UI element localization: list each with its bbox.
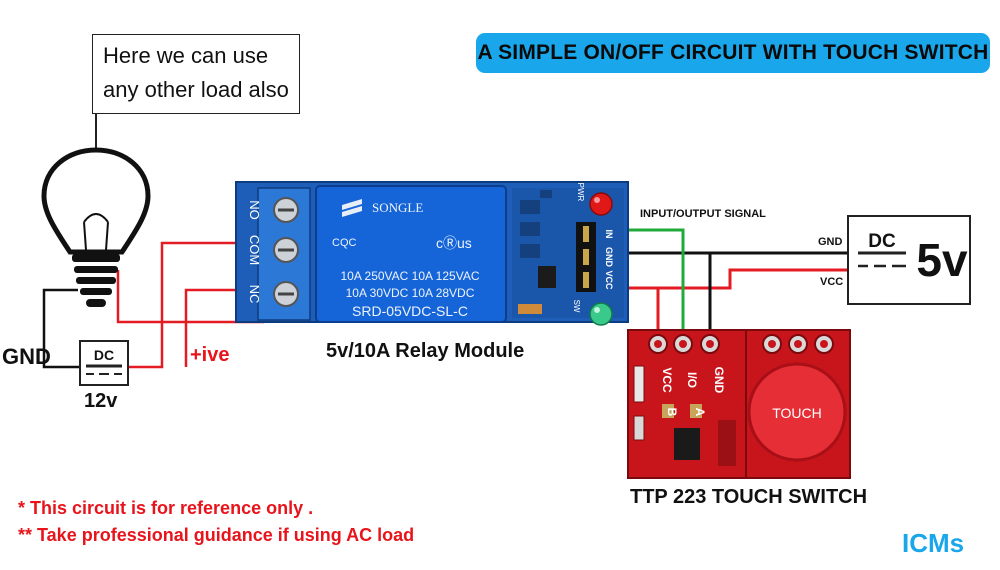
relay-pin-vcc: VCC bbox=[604, 270, 614, 290]
vcc-label-5v: VCC bbox=[820, 276, 844, 288]
callout-line-1: Here we can use bbox=[103, 43, 269, 68]
sw-led-icon bbox=[589, 302, 613, 326]
signal-label: INPUT/OUTPUT SIGNAL bbox=[640, 208, 766, 220]
relay-cert: CQC bbox=[332, 237, 357, 249]
supply-5v-voltage: 5v bbox=[916, 234, 968, 286]
relay-rating-1: 10A 250VAC 10A 125VAC bbox=[341, 269, 480, 283]
page-title: A SIMPLE ON/OFF CIRCUIT WITH TOUCH SWITC… bbox=[476, 33, 990, 73]
note-2: ** Take professional guidance if using A… bbox=[18, 525, 415, 545]
relay-terminal-com: COM bbox=[247, 235, 262, 265]
relay-led-pwr: PWR bbox=[576, 183, 585, 202]
supply-5v-dc: DC bbox=[868, 231, 896, 252]
supply-12v-dc: DC bbox=[94, 347, 114, 363]
relay-model: SRD-05VDC-SL-C bbox=[352, 303, 468, 319]
relay-brand: SONGLE bbox=[372, 200, 423, 215]
vcc-wire-5v bbox=[591, 268, 848, 290]
relay-caption: 5v/10A Relay Module bbox=[326, 340, 525, 362]
touch-button-label: TOUCH bbox=[772, 405, 822, 421]
supply-12v-voltage: 12v bbox=[84, 390, 118, 412]
relay-module bbox=[235, 181, 629, 326]
callout-line-2: any other load also bbox=[103, 77, 289, 102]
touch-pad-icon bbox=[747, 362, 847, 462]
touch-pad-b: B bbox=[665, 408, 679, 417]
load-callout: Here we can use any other load also bbox=[92, 34, 300, 114]
relay-terminal-no: NO bbox=[247, 200, 262, 220]
touch-pin-vcc: VCC bbox=[660, 367, 674, 393]
relay-ul: cⓇus bbox=[436, 235, 472, 251]
bulb-icon bbox=[41, 147, 151, 307]
com-wire bbox=[128, 241, 264, 369]
touch-pad-a: A bbox=[693, 408, 707, 417]
brand-logo: ICMs bbox=[902, 528, 965, 558]
battery-12v-icon bbox=[79, 340, 129, 386]
positive-label-12v: +ive bbox=[190, 344, 230, 366]
touch-pin-gnd: GND bbox=[712, 367, 726, 394]
note-1: * This circuit is for reference only . bbox=[18, 498, 314, 518]
relay-terminal-nc: NC bbox=[247, 285, 262, 304]
relay-pin-in: IN bbox=[604, 230, 614, 239]
touch-caption: TTP 223 TOUCH SWITCH bbox=[630, 486, 868, 508]
relay-rating-2: 10A 30VDC 10A 28VDC bbox=[346, 286, 475, 300]
pwr-led-icon bbox=[589, 192, 613, 216]
gnd-label-5v: GND bbox=[818, 236, 843, 248]
touch-switch-board bbox=[627, 329, 851, 479]
supply-5v-icon bbox=[847, 215, 971, 305]
gnd-wire-12v bbox=[42, 288, 80, 369]
relay-led-sw: SW bbox=[572, 300, 581, 313]
touch-pin-io: I/O bbox=[685, 372, 699, 388]
load-to-no-wire bbox=[116, 270, 264, 324]
relay-pin-gnd: GND bbox=[604, 247, 614, 268]
gnd-label-12v: GND bbox=[2, 344, 51, 369]
